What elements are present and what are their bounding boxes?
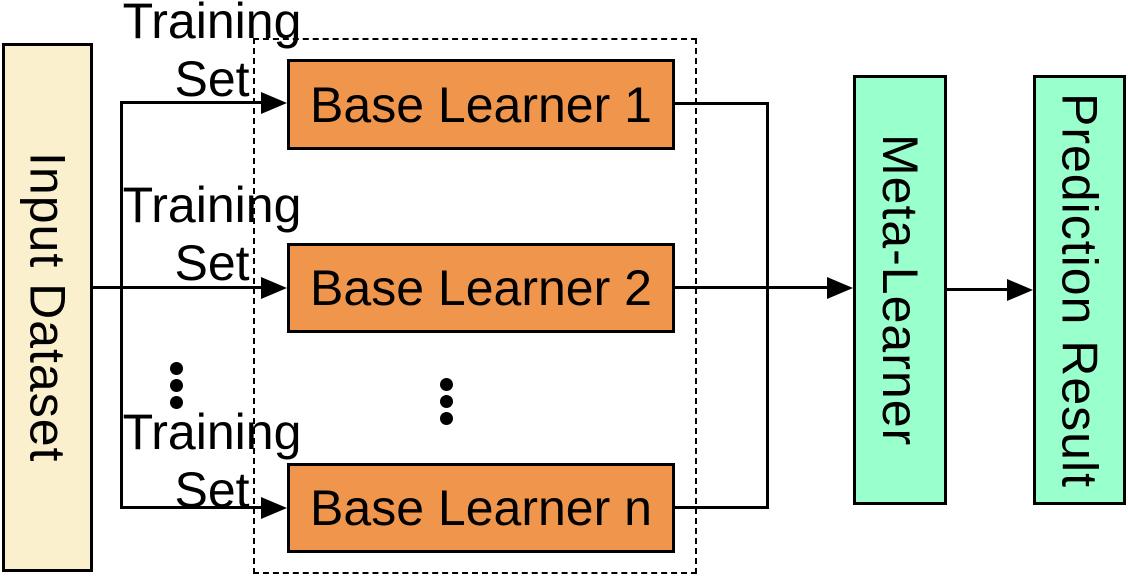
vertical-ellipsis-icon-left [170,362,183,409]
arrow-right-icon-bl1 [261,92,287,114]
connector-branch-vertical [120,101,123,509]
arrow-right-icon-meta [827,277,853,299]
connector-branch-to-bln [120,506,265,509]
connector-branch-to-bl1 [120,101,265,104]
base-learner-2-box: Base Learner 2 [287,243,675,333]
connector-input-to-bl2 [93,286,265,289]
training-set-label-2: Training Set [122,177,302,291]
prediction-result-box: Prediction Result [1033,75,1126,505]
base-learner-n-label: Base Learner n [310,480,652,536]
vertical-ellipsis-icon-middle [440,378,453,425]
input-dataset-label: Input Dataset [19,152,76,463]
arrow-right-icon-bln [261,497,287,519]
base-learner-1-label: Base Learner 1 [310,76,652,133]
arrow-right-icon-prediction [1007,279,1033,301]
connector-bl2-to-meta [674,286,831,289]
base-learner-1-box: Base Learner 1 [287,59,675,150]
meta-learner-label: Meta-Learner [872,133,928,447]
input-dataset-box: Input Dataset [2,43,93,572]
base-learner-2-label: Base Learner 2 [310,260,652,316]
meta-learner-box: Meta-Learner [853,75,947,505]
connector-collector-vertical [766,102,769,509]
base-learner-n-box: Base Learner n [287,463,675,553]
base-learner-group-container [253,38,697,574]
arrow-right-icon-bl2 [261,277,287,299]
connector-bl1-out [674,102,769,105]
connector-meta-to-prediction [947,288,1009,291]
connector-bln-out [674,506,769,509]
training-set-label-1: Training Set [122,0,302,107]
prediction-result-label: Prediction Result [1051,92,1108,488]
